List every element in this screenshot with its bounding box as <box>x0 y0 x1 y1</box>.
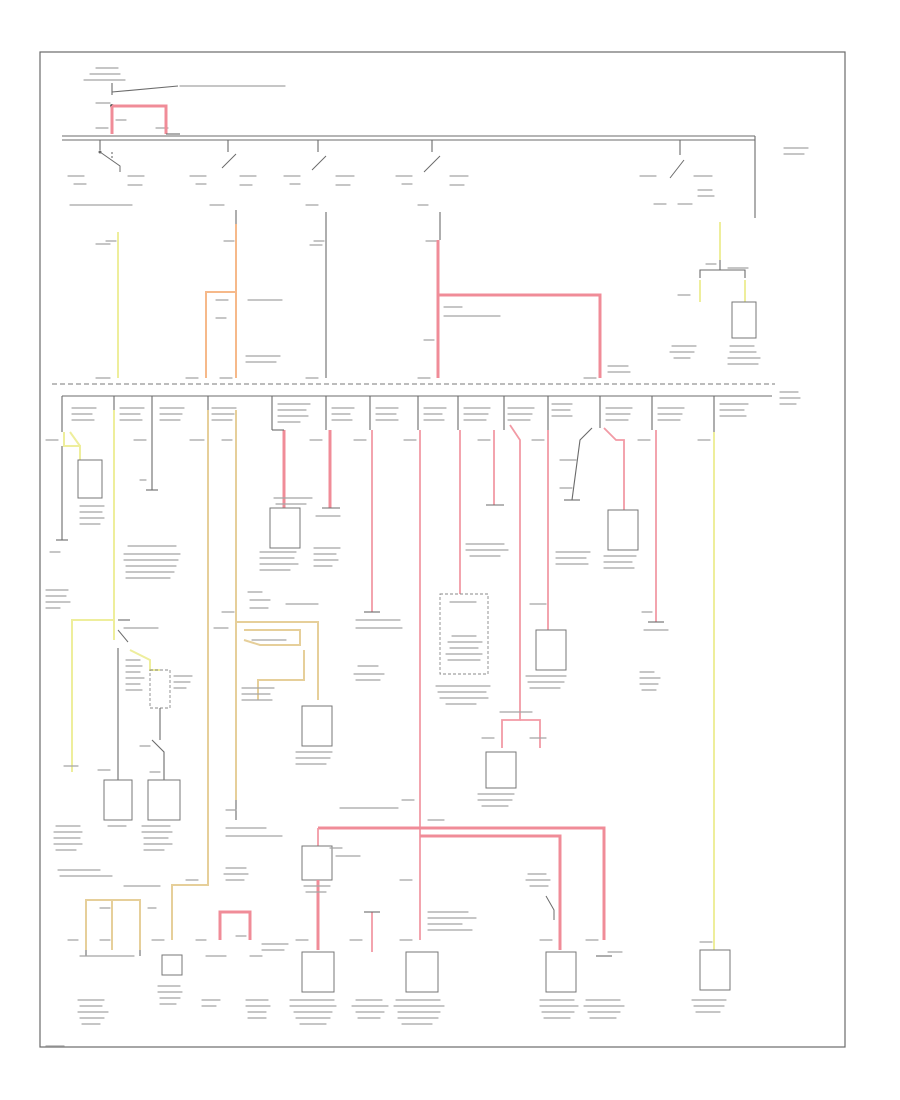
component-714 <box>699 949 731 991</box>
component-bottom-left-2 <box>147 779 181 821</box>
branch-208-tan <box>171 410 209 940</box>
component-548 <box>535 629 567 671</box>
component-bottom-318 <box>301 951 335 993</box>
branch-504-red <box>465 410 547 807</box>
component-bottom-420 <box>405 951 439 993</box>
component-center-left <box>301 705 333 747</box>
branch-152 <box>123 410 181 579</box>
fuse-2 <box>189 140 257 242</box>
branch-458-red <box>435 410 491 705</box>
component-272 <box>269 507 301 549</box>
branch-326-red <box>309 410 341 567</box>
fuse-4 <box>395 140 469 242</box>
diagram-frame <box>39 51 846 1048</box>
ignition-switch-group <box>83 67 286 135</box>
branch-548-red <box>525 410 567 689</box>
component-504 <box>485 751 517 789</box>
branch-236 <box>213 410 333 837</box>
branch-left-yellow <box>45 410 105 609</box>
component-bottom-tan <box>161 954 183 976</box>
relay-left <box>63 619 193 780</box>
component-bottom-left-1 <box>103 779 133 821</box>
branch-272-red <box>259 410 313 571</box>
fuse-5 <box>639 140 715 205</box>
branch-600 <box>555 410 639 569</box>
branch-714-yellow <box>691 410 731 1013</box>
component-600 <box>607 509 639 551</box>
component-bottom-560 <box>545 951 577 993</box>
branch-652-red <box>637 410 669 691</box>
top-right-device <box>731 301 757 339</box>
module-center <box>439 593 489 675</box>
fuse-1 <box>67 140 145 242</box>
fuse-row-top <box>67 140 715 242</box>
relay-left-box <box>149 669 171 709</box>
component-bottom-318-top <box>301 845 333 881</box>
bottom-row <box>57 845 625 1025</box>
branch-418-red <box>317 410 606 950</box>
component-left-top <box>77 459 103 499</box>
branch-370-red <box>353 410 403 681</box>
top-right-component <box>669 222 761 365</box>
fuse-3 <box>283 140 355 242</box>
bus-branch-ticks <box>61 396 715 410</box>
